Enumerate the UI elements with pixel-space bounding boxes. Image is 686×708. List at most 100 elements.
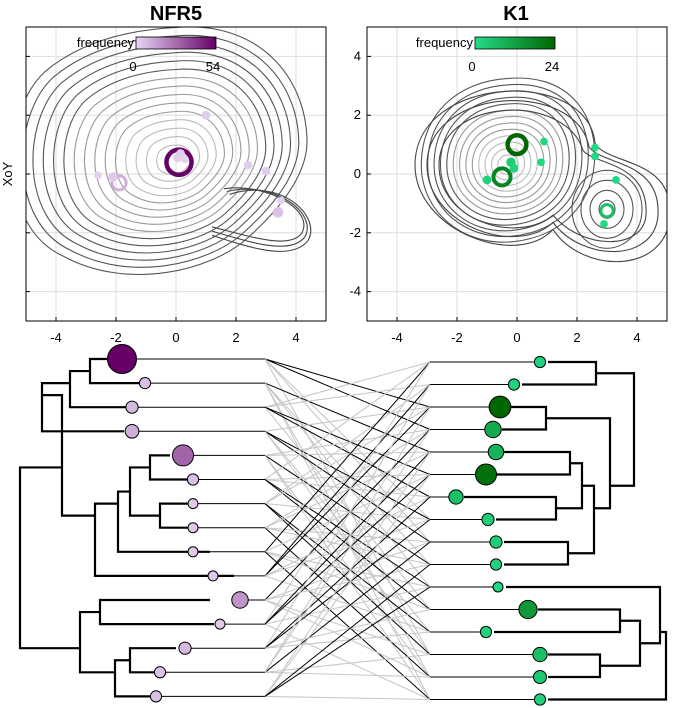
nfr5-contour-line xyxy=(211,189,312,252)
tangle-link xyxy=(264,358,431,408)
nfr5-leaf-node xyxy=(187,522,199,534)
tangle-link xyxy=(264,406,431,432)
k1-contour-line xyxy=(589,189,625,229)
k1-leaf-node xyxy=(532,646,548,663)
nfr5-dendrogram-branch xyxy=(158,502,190,529)
nfr5-dendrogram-branch xyxy=(128,466,160,517)
k1-leaf-node xyxy=(518,599,538,620)
nfr5-point xyxy=(201,110,211,120)
tangle-link xyxy=(264,575,431,633)
k1-point xyxy=(482,175,492,185)
k1-dendrogram-branch xyxy=(494,450,572,476)
k1-y-tick-label: 0 xyxy=(354,166,361,181)
tangle-link xyxy=(264,541,431,673)
tangle-link xyxy=(264,503,431,521)
tangle-link xyxy=(264,382,431,453)
tangle-link xyxy=(264,608,431,649)
k1-leaf-node xyxy=(533,355,547,369)
tangle-link xyxy=(264,503,431,655)
k1-contour-line xyxy=(478,135,538,192)
nfr5-point xyxy=(181,155,189,164)
k1-dendrogram-branch xyxy=(548,653,602,679)
tangle-link xyxy=(264,428,431,456)
nfr5-x-tick-label: 2 xyxy=(232,330,239,345)
k1-contour-line xyxy=(571,169,643,249)
nfr5-dendrogram-branch xyxy=(116,490,210,553)
k1-grid xyxy=(367,27,667,321)
tangle-link xyxy=(264,479,431,610)
k1-dendrogram-branch xyxy=(504,540,570,566)
tangle-link xyxy=(264,551,431,588)
k1-leaf-node xyxy=(488,395,512,419)
tangle-link xyxy=(264,551,431,700)
tangle-link xyxy=(264,623,431,701)
nfr5-leaf-node xyxy=(186,473,200,486)
nfr5-leaf-node xyxy=(138,376,152,390)
tangle-link xyxy=(264,382,431,678)
nfr5-point xyxy=(277,196,285,205)
k1-point xyxy=(591,152,599,161)
k1-leaves xyxy=(448,355,548,706)
nfr5-leaf-node xyxy=(187,498,199,510)
nfr5-x-tick-label: 0 xyxy=(172,330,179,345)
tangle-link xyxy=(264,599,431,678)
tangle-link xyxy=(264,541,431,601)
tangle-link xyxy=(264,455,431,700)
k1-legend-min: 0 xyxy=(468,59,475,74)
k1-colorbar xyxy=(474,36,556,50)
k1-point xyxy=(599,203,615,219)
tangle-link xyxy=(264,406,431,610)
k1-leaf-node xyxy=(492,581,504,593)
nfr5-contour-line xyxy=(145,136,201,182)
k1-dendrogram-branch xyxy=(548,630,668,701)
tangle-link xyxy=(264,527,431,678)
nfr5-contour-line xyxy=(26,27,308,275)
tangle-link xyxy=(264,564,431,697)
tangle-link xyxy=(264,430,431,520)
tangle-link xyxy=(264,527,431,543)
tangle-link xyxy=(264,479,431,588)
tangle-link xyxy=(264,631,431,649)
k1-dendrogram-branch xyxy=(506,585,662,645)
nfr5-leaf-node xyxy=(178,641,192,655)
nfr5-dendrogram-branch xyxy=(128,647,176,674)
k1-contour-line xyxy=(484,141,532,186)
tangle-link xyxy=(264,695,431,701)
nfr5-point xyxy=(94,171,102,180)
tangle-link xyxy=(264,496,431,577)
nfr5-contour-line xyxy=(211,188,308,247)
nfr5-legend-max: 54 xyxy=(206,59,220,74)
tangle-link xyxy=(264,454,431,565)
k1-leaf-node xyxy=(489,535,503,549)
nfr5-x-tick-label: 4 xyxy=(292,330,299,345)
k1-leaf-node xyxy=(533,670,547,684)
k1-point xyxy=(505,132,529,157)
tangle-link xyxy=(264,361,431,625)
k1-x-tick-label: 2 xyxy=(573,330,580,345)
k1-y-tick-label: -4 xyxy=(349,284,361,299)
k1-point xyxy=(509,163,519,173)
nfr5-dendrogram-branch xyxy=(93,502,234,577)
nfr5-point xyxy=(261,166,271,176)
k1-contour-line xyxy=(458,115,558,209)
tangle-link xyxy=(264,430,431,633)
tangle-link xyxy=(264,451,431,529)
k1-legend-label: frequency xyxy=(416,35,474,50)
tanglegram xyxy=(18,343,668,706)
tangle-link xyxy=(264,527,431,566)
k1-contour-line xyxy=(433,90,583,232)
nfr5-leaf-node xyxy=(231,591,249,609)
k1-leaf-node xyxy=(448,489,464,505)
tangle-link xyxy=(264,496,431,649)
nfr5-contour-line xyxy=(211,187,305,242)
nfr5-colorbar xyxy=(135,36,217,50)
k1-dendrogram-branch xyxy=(568,484,596,555)
k1-contour-line xyxy=(446,103,570,221)
k1-dendrogram-branch xyxy=(596,372,636,487)
tangle-link xyxy=(264,382,431,588)
k1-contour-line xyxy=(452,109,564,215)
k1-point xyxy=(591,143,599,152)
